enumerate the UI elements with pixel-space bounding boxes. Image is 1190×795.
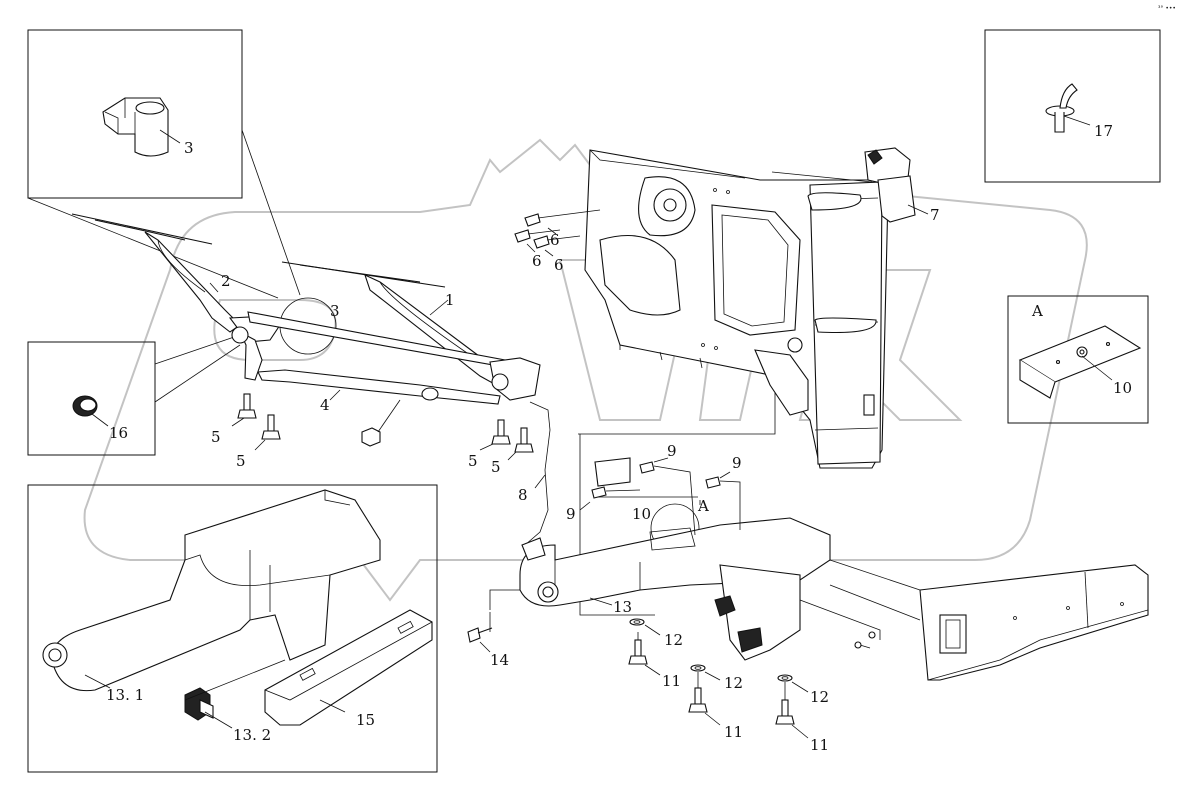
bolts-part-11: [628, 632, 809, 739]
detail-box-item-17: [984, 29, 1161, 183]
nozzle-part-17: [1045, 83, 1078, 133]
wiper-arm-blade-left-part-2: [71, 213, 241, 333]
label-leaders: [209, 171, 873, 505]
label-12-a: 12: [664, 631, 683, 649]
label-3-detail: 3: [184, 139, 194, 157]
label-9-c: 9: [566, 505, 576, 523]
hose-leader-8: [534, 474, 546, 489]
label-11-a: 11: [662, 672, 681, 690]
frame-rail-right: [799, 559, 1149, 681]
label-1: 1: [445, 291, 455, 309]
label-13-1: 13. 1: [106, 686, 144, 704]
label-5-b: 5: [236, 452, 246, 470]
pump-part-13-2: [184, 687, 214, 721]
bolt-part-14: [467, 627, 493, 653]
bracket-part-15: [264, 609, 433, 726]
label-6-c: 6: [554, 256, 564, 274]
wiper-motor-part-7: [864, 147, 929, 223]
label-13: 13: [613, 598, 632, 616]
bushing-part-3: [102, 97, 169, 157]
label-12-c: 12: [810, 688, 829, 706]
callout-labels: 1 2 3 3 4 5 5 5 5 6 6 6 7 8 9 9 9 10 10 …: [106, 122, 1132, 754]
label-3-main: 3: [330, 302, 340, 320]
label-13-2: 13. 2: [233, 726, 271, 744]
bracket-plate-part-10: [1018, 325, 1142, 399]
bolts-part-9: [579, 457, 741, 536]
label-14: 14: [490, 651, 509, 669]
label-11-c: 11: [810, 736, 829, 754]
corner-mark: ³° •••: [1158, 5, 1176, 12]
detail-box-view-a: [1007, 295, 1149, 424]
wiper-arm-blade-right-part-1: [281, 261, 509, 387]
label-5-a: 5: [211, 428, 221, 446]
label-17: 17: [1094, 122, 1113, 140]
view-a-label-main: A: [697, 497, 709, 515]
label-12-b: 12: [724, 674, 743, 692]
view-a-label-detail: A: [1031, 302, 1043, 320]
detail-box-reservoir: [27, 484, 438, 773]
label-9-b: 9: [732, 454, 742, 472]
reservoir-part-13-1: [42, 489, 381, 692]
reservoir-assembly-part-13: [489, 517, 831, 661]
label-9-a: 9: [667, 442, 677, 460]
cab-frame-structure: [584, 149, 889, 469]
bolts-part-6: [514, 209, 601, 257]
label-7: 7: [930, 206, 940, 224]
label-6-a: 6: [550, 231, 560, 249]
label-16: 16: [109, 424, 128, 442]
washers-part-12: [629, 618, 809, 693]
linkage-part-4: [228, 311, 551, 546]
label-10-detail: 10: [1113, 379, 1132, 397]
label-4: 4: [320, 396, 330, 414]
detail-box-item-3: [27, 29, 243, 199]
label-2: 2: [221, 272, 231, 290]
label-5-d: 5: [491, 458, 501, 476]
label-6-b: 6: [532, 252, 542, 270]
label-11-b: 11: [724, 723, 743, 741]
bolts-part-5: [231, 393, 534, 461]
label-8: 8: [518, 486, 528, 504]
detail-box-item-16: [27, 341, 156, 456]
label-15: 15: [356, 711, 375, 729]
label-10-main: 10: [632, 505, 651, 523]
label-5-c: 5: [468, 452, 478, 470]
grommet-part-16: [72, 395, 98, 417]
